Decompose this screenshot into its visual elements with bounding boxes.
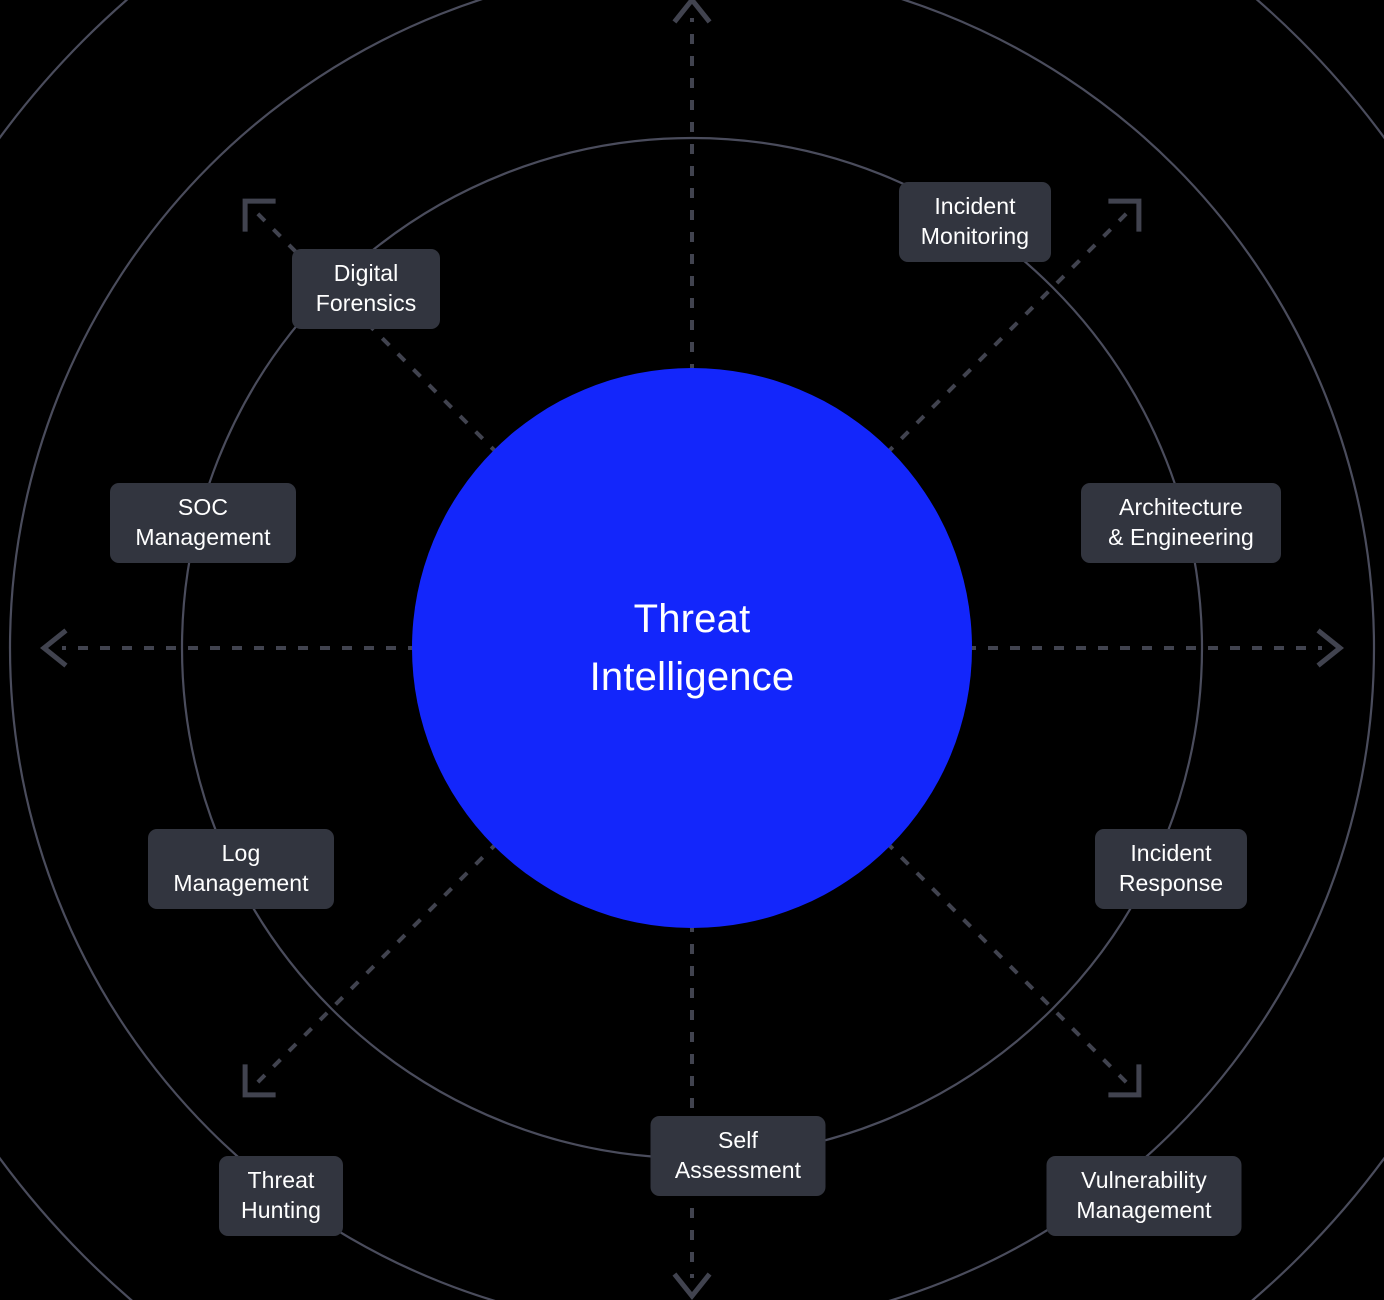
node-chip-soc-management[interactable]: SOC Management (110, 483, 296, 563)
node-label-threat-hunting: Threat Hunting (241, 1167, 321, 1223)
node-label-log-management: Log Management (173, 840, 309, 896)
node-label-incident-monitoring: Incident Monitoring (920, 193, 1030, 249)
spoke-up-left-corner-bracket (242, 198, 276, 232)
spoke-down-right-corner-bracket (1108, 1064, 1142, 1098)
node-chip-log-management[interactable]: Log Management (148, 829, 334, 909)
spoke-lines (62, 18, 1322, 1278)
node-label-digital-forensics: Digital Forensics (315, 260, 417, 316)
node-chip-threat-hunting[interactable]: Threat Hunting (219, 1156, 343, 1236)
node-chip-vulnerability-management[interactable]: Vulnerability Management (1046, 1156, 1242, 1236)
node-label-incident-response: Incident Response (1118, 840, 1224, 896)
node-chip-self-assessment[interactable]: Self Assessment (650, 1116, 826, 1196)
node-chip-incident-monitoring[interactable]: Incident Monitoring (899, 182, 1051, 262)
spoke-up-arrowhead (672, 0, 712, 24)
spoke-down-right-line (884, 840, 1128, 1084)
spoke-left-arrowhead (39, 628, 68, 668)
node-label-vulnerability-management: Vulnerability Management (1076, 1167, 1212, 1223)
spoke-down-arrowhead (672, 1272, 712, 1300)
node-chip-architecture-engineering[interactable]: Architecture & Engineering (1081, 483, 1281, 563)
spoke-up-right-corner-bracket (1108, 198, 1142, 232)
ring-outer-ring (9, 0, 1375, 1300)
node-label-soc-management: SOC Management (135, 494, 271, 550)
center-hub-threat-intelligence[interactable]: Threat Intelligence (412, 368, 972, 928)
node-chip-incident-response[interactable]: Incident Response (1095, 829, 1247, 909)
spoke-terminators (39, 0, 1345, 1300)
spoke-down-left-corner-bracket (242, 1064, 276, 1098)
spoke-right-arrowhead (1316, 628, 1345, 668)
node-label-architecture-engineering: Architecture & Engineering (1108, 494, 1254, 550)
center-hub-label: Threat Intelligence (589, 597, 795, 699)
node-label-self-assessment: Self Assessment (674, 1127, 802, 1183)
node-chip-digital-forensics[interactable]: Digital Forensics (292, 249, 440, 329)
